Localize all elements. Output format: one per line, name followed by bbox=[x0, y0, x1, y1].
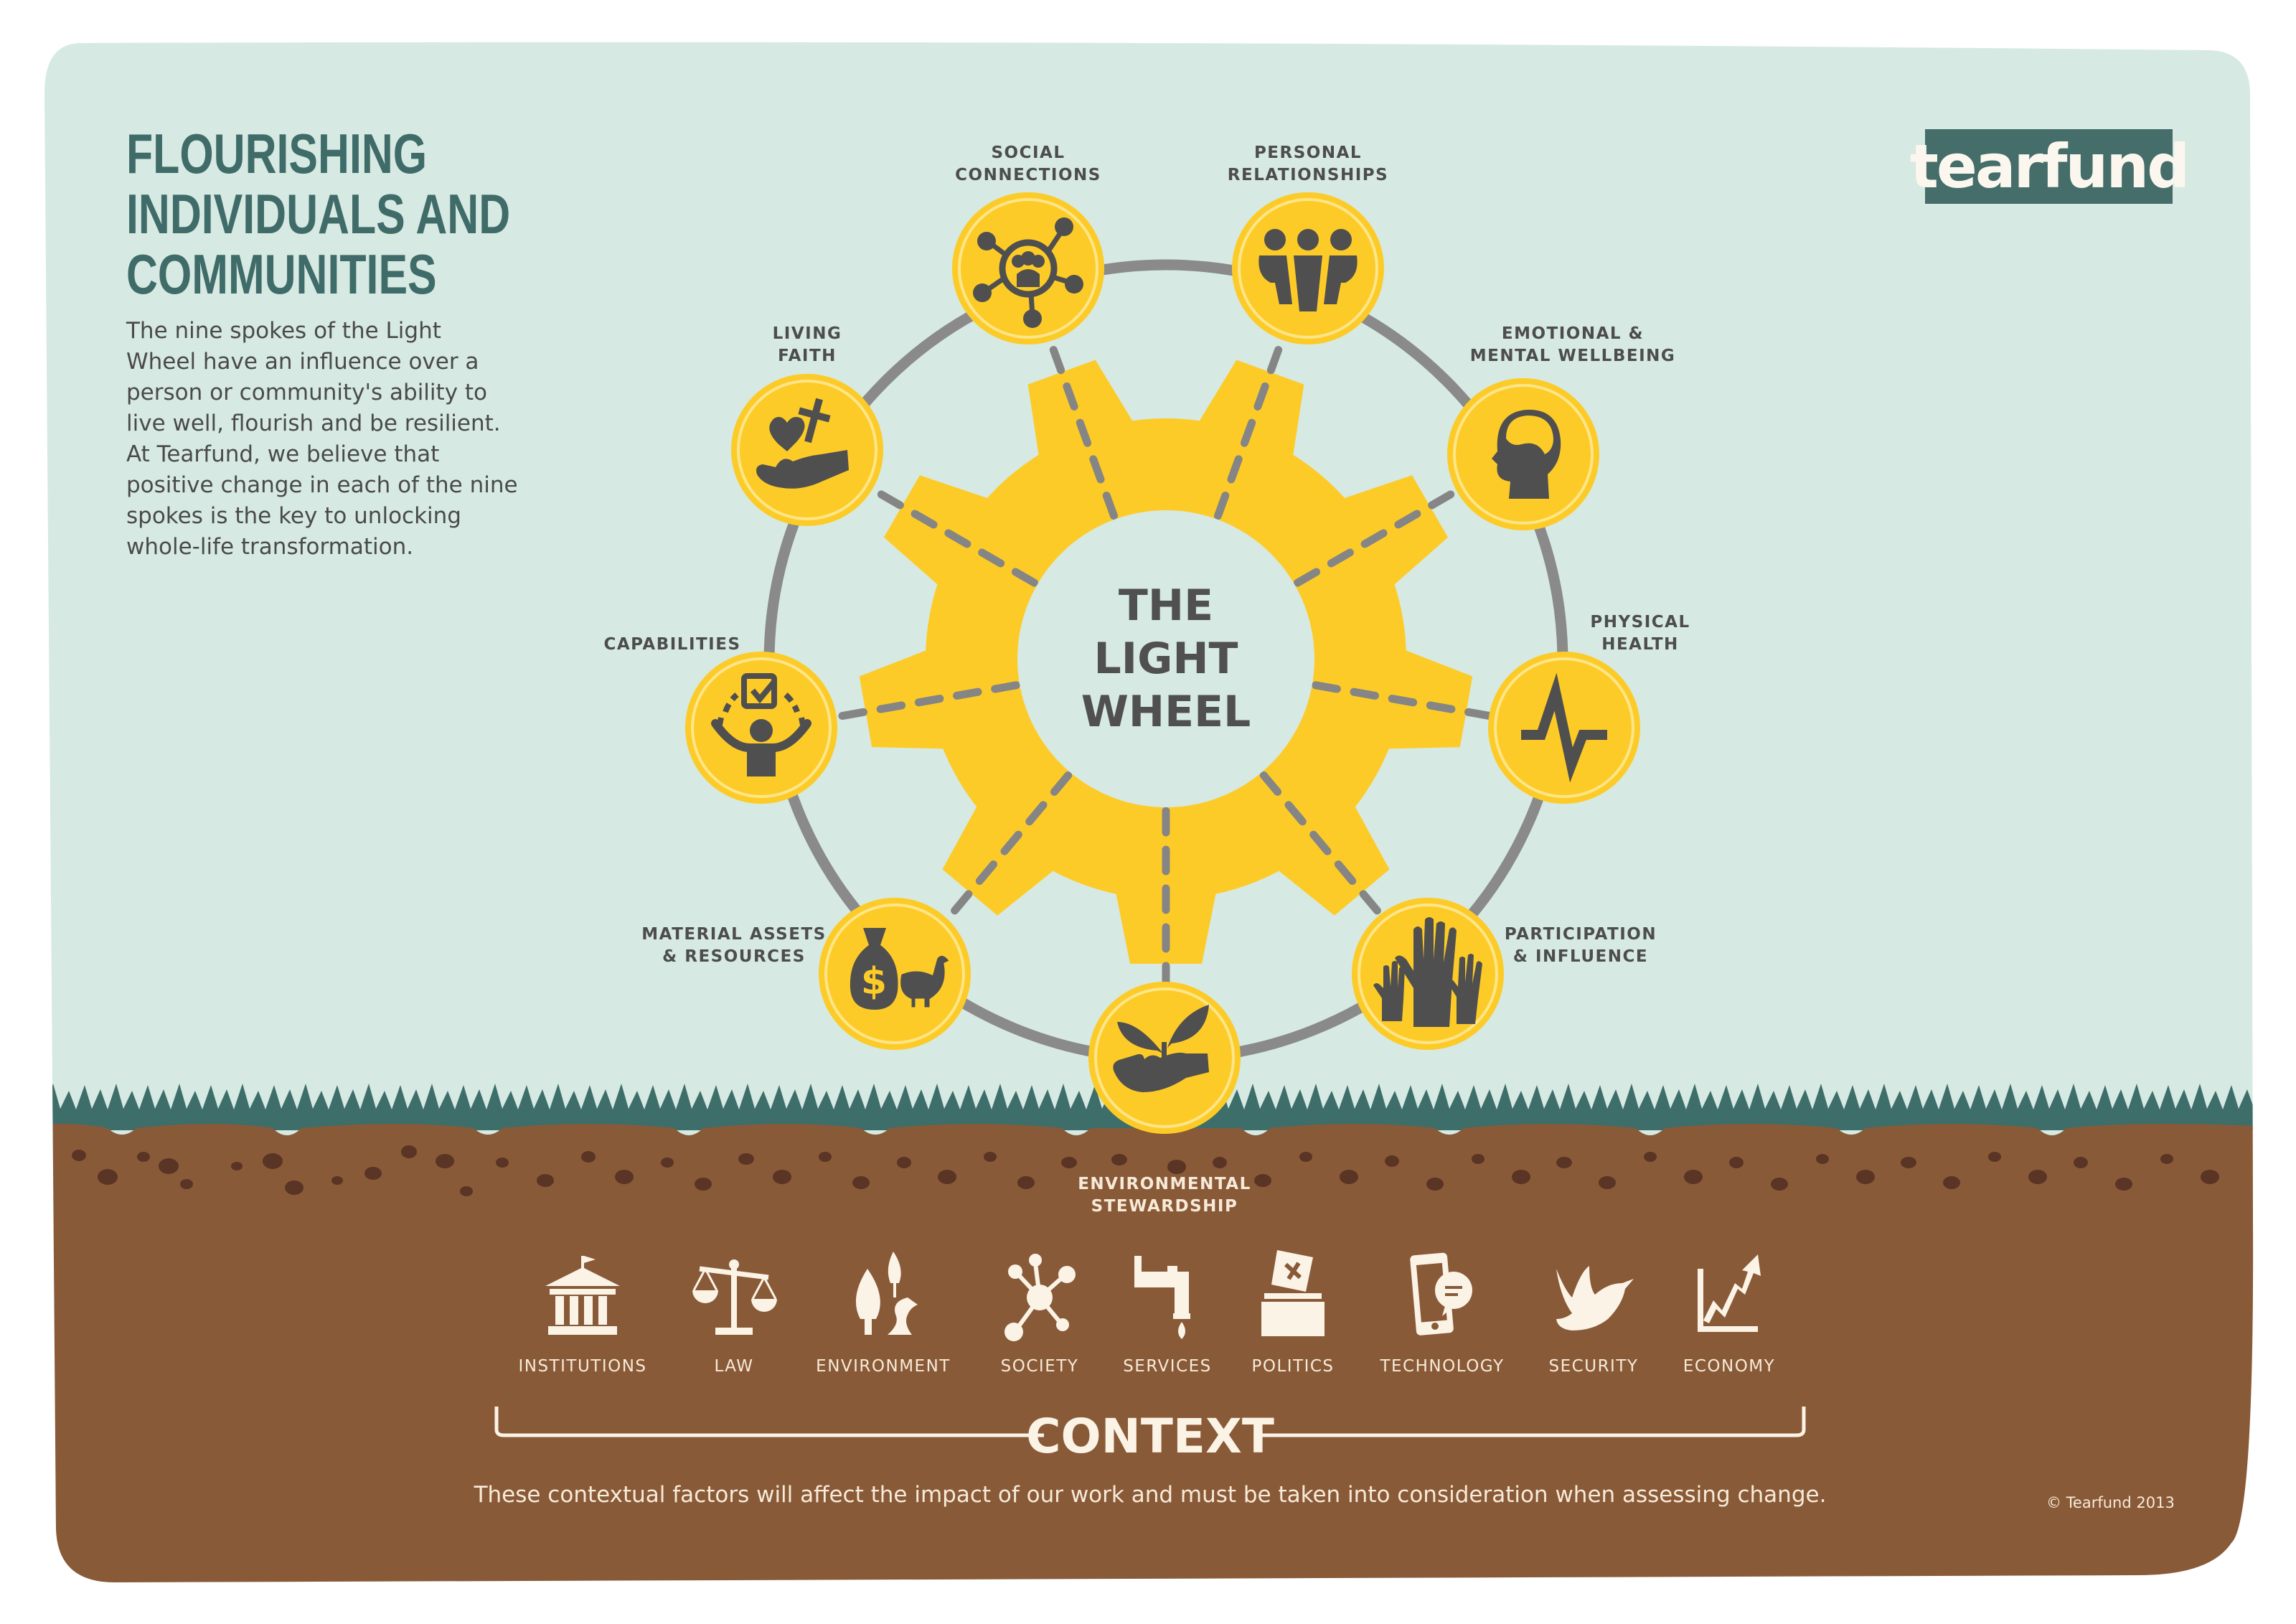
building-columns-icon[interactable] bbox=[545, 1256, 620, 1335]
heartbeat-pulse-icon bbox=[1521, 672, 1607, 783]
label-physical-line-2: HEALTH bbox=[1601, 635, 1679, 654]
label-participation-line-2: & INFLUENCE bbox=[1513, 947, 1648, 966]
network-nodes-icon[interactable] bbox=[1004, 1254, 1076, 1341]
label-material-line-2: & RESOURCES bbox=[662, 947, 806, 966]
label-emotional-line-1: EMOTIONAL & bbox=[1502, 324, 1644, 343]
context-bracket bbox=[494, 1407, 1806, 1437]
label-environmental-line-1: ENVIRONMENTAL bbox=[1078, 1175, 1251, 1193]
page-title-line-2: INDIVIDUALS AND bbox=[126, 182, 511, 245]
raised-hands-icon bbox=[1373, 917, 1482, 1027]
light-wheel-gear bbox=[837, 344, 1495, 993]
intro-line: live well, flourish and be resilient. bbox=[126, 410, 501, 436]
tearfund-logo[interactable]: tearfund bbox=[1910, 129, 2190, 204]
scales-icon[interactable] bbox=[692, 1259, 777, 1335]
spoke-capabilities[interactable] bbox=[685, 652, 837, 804]
label-emotional-line-2: MENTAL WELLBEING bbox=[1470, 347, 1676, 365]
label-environmental-line-2: STEWARDSHIP bbox=[1091, 1197, 1238, 1216]
label-participation-line-1: PARTICIPATION bbox=[1505, 925, 1657, 944]
spoke-participation-influence[interactable] bbox=[1352, 898, 1504, 1050]
dove-icon[interactable] bbox=[1556, 1266, 1634, 1330]
rising-chart-icon[interactable] bbox=[1698, 1254, 1761, 1332]
label-social-line-2: CONNECTIONS bbox=[955, 166, 1101, 184]
people-group-icon bbox=[1258, 229, 1358, 311]
water-tap-icon[interactable] bbox=[1134, 1256, 1190, 1339]
logo-text: tearfund bbox=[1909, 131, 2191, 202]
wheel-title: THE LIGHT WHEEL bbox=[1081, 581, 1251, 737]
hand-sprout-icon bbox=[1113, 1005, 1209, 1092]
label-personal-line-1: PERSONAL bbox=[1254, 144, 1362, 162]
head-brain-icon bbox=[1492, 409, 1561, 499]
spoke-living-faith[interactable] bbox=[731, 374, 883, 526]
context-label-law: LAW bbox=[714, 1357, 753, 1376]
soil-pebbles bbox=[72, 1145, 2219, 1196]
context-labels: INSTITUTIONS LAW ENVIRONMENT SOCIETY SER… bbox=[518, 1357, 1775, 1376]
spoke-social-connections[interactable] bbox=[952, 192, 1104, 344]
context-label-security: SECURITY bbox=[1549, 1357, 1639, 1376]
wheel-title-line-3: WHEEL bbox=[1081, 687, 1251, 737]
context-label-technology: TECHNOLOGY bbox=[1379, 1357, 1504, 1376]
trees-river-icon[interactable] bbox=[855, 1252, 918, 1335]
social-network-icon bbox=[973, 217, 1083, 328]
spoke-physical-health[interactable] bbox=[1488, 652, 1640, 804]
context-title: CONTEXT bbox=[1026, 1409, 1274, 1464]
context-label-environment: ENVIRONMENT bbox=[816, 1357, 951, 1376]
soil-ground bbox=[44, 1124, 2254, 1582]
label-social-line-1: SOCIAL bbox=[991, 144, 1065, 162]
intro-line: Wheel have an influence over a bbox=[126, 349, 479, 375]
context-label-society: SOCIETY bbox=[1001, 1357, 1079, 1376]
context-label-politics: POLITICS bbox=[1251, 1357, 1334, 1376]
mobile-phone-chat-icon[interactable] bbox=[1410, 1252, 1472, 1336]
page-title-line-1: FLOURISHING bbox=[126, 122, 428, 185]
intro-line: The nine spokes of the Light bbox=[126, 318, 441, 344]
money-bag-chicken-icon: $ bbox=[850, 928, 953, 1010]
spoke-environmental-stewardship[interactable] bbox=[1088, 982, 1241, 1134]
spoke-material-assets-resources[interactable]: $ bbox=[819, 898, 971, 1050]
hand-heart-cross-icon bbox=[756, 398, 849, 489]
intro-line: At Tearfund, we believe that bbox=[126, 441, 440, 467]
page-title: FLOURISHING INDIVIDUALS AND COMMUNITIES bbox=[126, 122, 511, 306]
context-icons bbox=[545, 1250, 1761, 1341]
copyright-notice: © Tearfund 2013 bbox=[2046, 1494, 2175, 1511]
label-living-faith-line-1: LIVING bbox=[773, 324, 842, 343]
spoke-labels: SOCIAL CONNECTIONS PERSONAL RELATIONSHIP… bbox=[603, 144, 1690, 1216]
person-checkbox-icon bbox=[711, 673, 811, 776]
spoke-emotional-mental-wellbeing[interactable] bbox=[1447, 378, 1599, 530]
intro-line: whole-life transformation. bbox=[126, 534, 414, 560]
label-physical-line-1: PHYSICAL bbox=[1590, 613, 1690, 632]
context-label-economy: ECONOMY bbox=[1683, 1357, 1775, 1376]
intro-line: spokes is the key to unlocking bbox=[126, 503, 461, 529]
wheel-title-line-2: LIGHT bbox=[1094, 634, 1238, 684]
intro-line: person or community's ability to bbox=[126, 380, 488, 405]
label-personal-line-2: RELATIONSHIPS bbox=[1228, 166, 1388, 184]
svg-text:$: $ bbox=[861, 960, 887, 1003]
intro-line: positive change in each of the nine bbox=[126, 472, 518, 498]
wheel-title-line-1: THE bbox=[1119, 581, 1213, 631]
label-material-line-1: MATERIAL ASSETS bbox=[641, 925, 826, 944]
context-label-services: SERVICES bbox=[1123, 1357, 1212, 1376]
ballot-box-icon[interactable] bbox=[1261, 1250, 1325, 1336]
intro-paragraph: The nine spokes of the Light Wheel have … bbox=[126, 316, 528, 563]
context-description: These contextual factors will affect the… bbox=[474, 1482, 1827, 1508]
label-living-faith-line-2: FAITH bbox=[778, 347, 837, 365]
wheel-hub bbox=[1017, 510, 1314, 807]
page-title-line-3: COMMUNITIES bbox=[126, 243, 437, 306]
context-label-institutions: INSTITUTIONS bbox=[518, 1357, 646, 1376]
spoke-personal-relationships[interactable] bbox=[1232, 192, 1384, 344]
label-capabilities: CAPABILITIES bbox=[603, 635, 740, 654]
